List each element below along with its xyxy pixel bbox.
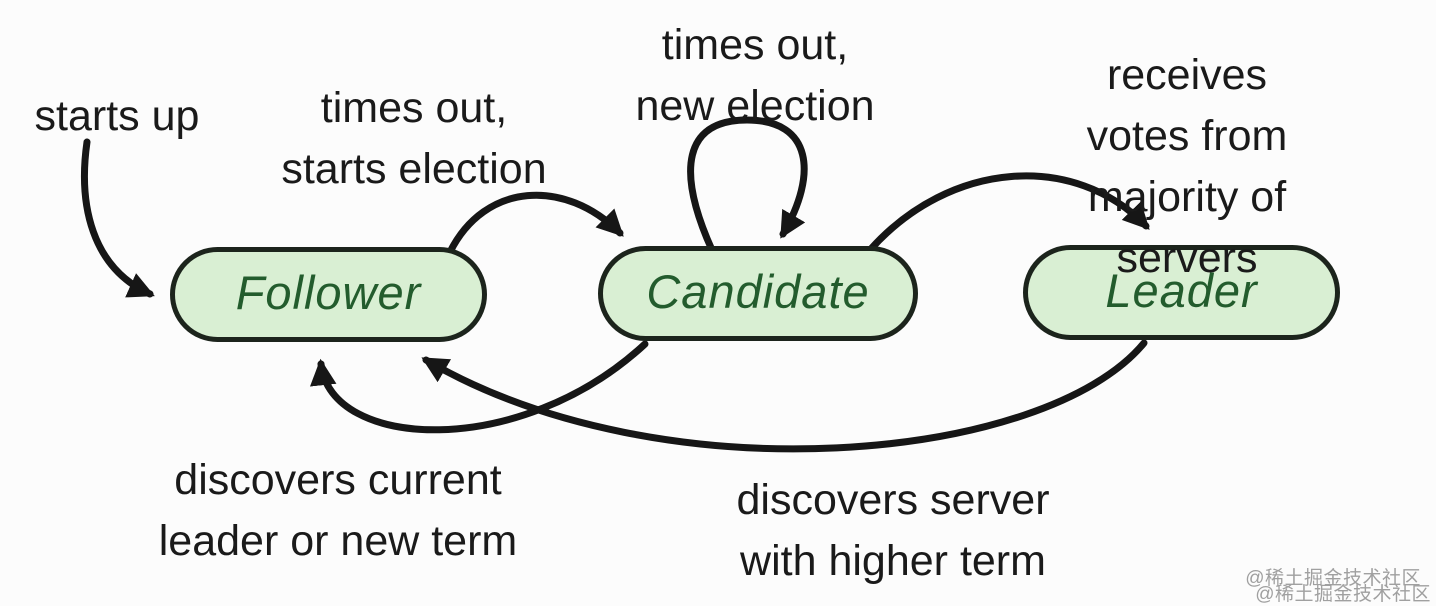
edge-label-candidate-to-follower: discovers current leader or new term — [158, 456, 518, 566]
watermark-line-1: @稀土掘金技术社区 — [1245, 568, 1421, 589]
state-node-label-candidate: Candidate — [646, 265, 870, 318]
edge-candidate-to-leader — [866, 172, 1150, 254]
edge-startup-to-follower — [81, 138, 155, 298]
edge-label-leader-to-follower: discovers server with higher term — [736, 476, 1050, 586]
state-node-label-leader: Leader — [1105, 264, 1258, 317]
edge-leader-to-follower — [421, 339, 1148, 453]
edge-label-startup-to-follower: starts up — [34, 92, 200, 140]
edge-follower-to-candidate — [446, 191, 624, 256]
edge-candidate-to-follower — [310, 340, 649, 434]
state-node-candidate: Candidate — [598, 246, 918, 341]
watermark-line-2: @稀土掘金技术社区 — [1255, 584, 1431, 605]
state-node-label-follower: Follower — [235, 266, 422, 319]
edge-label-candidate-to-leader: receives votes from majority of servers — [1086, 51, 1288, 283]
state-node-follower: Follower — [170, 247, 487, 342]
state-node-leader: Leader — [1023, 245, 1340, 340]
edge-label-candidate-self-loop: times out, new election — [635, 21, 875, 131]
edge-label-follower-to-candidate: times out, starts election — [281, 84, 547, 194]
edge-candidate-self-loop — [687, 116, 808, 254]
